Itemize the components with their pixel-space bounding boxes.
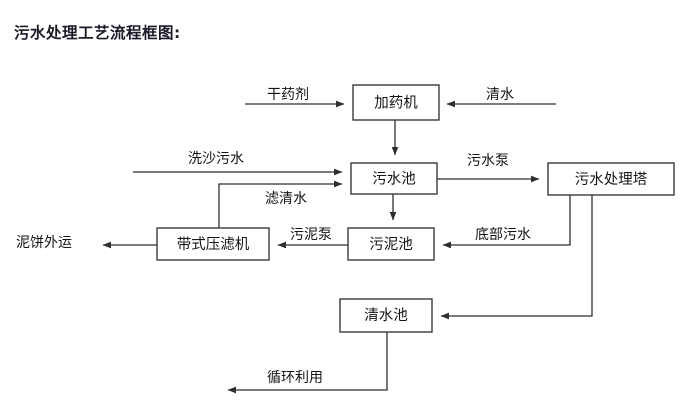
- node-treatment-tower[interactable]: 污水处理塔: [547, 162, 675, 196]
- label-sludge-pump: 污泥泵: [290, 227, 332, 243]
- page-title: 污水处理工艺流程框图:: [14, 24, 181, 42]
- node-clear-water-pool[interactable]: 清水池: [339, 298, 433, 333]
- label-dry-chemical: 干药剂: [267, 87, 309, 103]
- node-dosing-machine-label: 加药机: [374, 95, 418, 112]
- node-dosing-machine[interactable]: 加药机: [352, 84, 440, 121]
- label-recycle-reuse: 循环利用: [267, 370, 323, 386]
- edge-bottom-sewage-to-sludge-pool: [442, 195, 571, 249]
- node-sewage-pool[interactable]: 污水池: [350, 162, 438, 195]
- node-sludge-pool-label: 污泥池: [369, 236, 413, 253]
- label-sand-wash-sewage: 洗沙污水: [188, 151, 244, 167]
- node-belt-filter-press-label: 带式压滤机: [177, 236, 250, 253]
- node-clear-water-pool-label: 清水池: [364, 307, 408, 324]
- edge-tower-to-clear-water-pool: [440, 195, 593, 320]
- label-bottom-sewage: 底部污水: [475, 227, 531, 243]
- node-belt-filter-press[interactable]: 带式压滤机: [156, 227, 270, 261]
- edge-filtered-water-to-sewage-pool: [218, 180, 343, 228]
- node-sludge-pool[interactable]: 污泥池: [347, 227, 435, 261]
- label-clean-water: 清水: [486, 87, 514, 103]
- label-sewage-pump: 污水泵: [467, 153, 509, 169]
- label-filtered-clear-water: 滤清水: [265, 191, 307, 207]
- node-sewage-pool-label: 污水池: [372, 171, 416, 188]
- node-treatment-tower-label: 污水处理塔: [575, 171, 648, 188]
- edge-clear-water-to-recycle: [227, 332, 388, 394]
- label-mud-cake-out: 泥饼外运: [16, 235, 72, 251]
